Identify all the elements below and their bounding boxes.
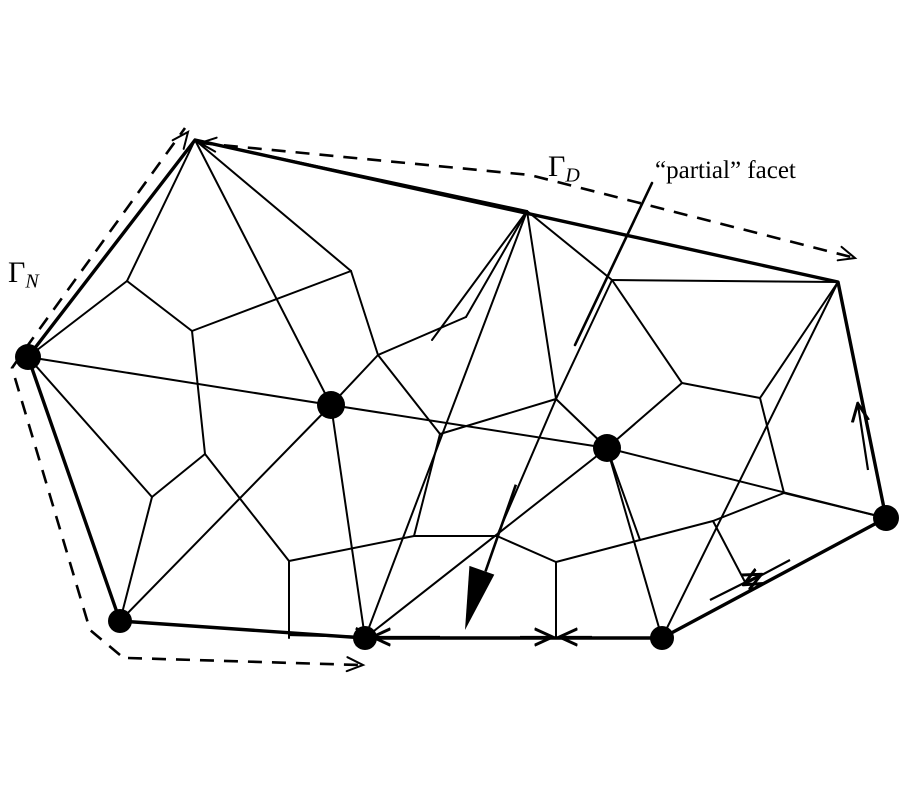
- node-right: [873, 505, 899, 531]
- partial-facet-arrow-icon: [465, 484, 518, 630]
- mesh-edge: [759, 397, 785, 494]
- mesh-edge: [712, 492, 785, 522]
- dashed-arrow-top-right-icon: [836, 245, 858, 262]
- node-bottom-mid: [353, 626, 377, 650]
- mesh-edge: [191, 270, 352, 332]
- arrow-bottom-right-edge-b-icon: [745, 559, 791, 584]
- mesh-edge: [119, 496, 153, 622]
- mesh-edge: [330, 404, 366, 639]
- mesh-edge: [377, 354, 441, 435]
- mesh-edge: [119, 404, 332, 622]
- node-center-left: [317, 391, 345, 419]
- mesh-edge: [194, 139, 352, 272]
- mesh-edge: [27, 280, 128, 358]
- mesh-edge: [611, 279, 683, 384]
- mesh-edge: [350, 270, 379, 356]
- arrow-right-edge-up-icon: [858, 405, 868, 471]
- mesh-edge: [439, 398, 557, 435]
- mesh-edge: [126, 139, 196, 282]
- mesh-edge: [191, 330, 206, 455]
- dashed-arrow-bottom-icon: [345, 656, 366, 673]
- partial-facet-leader-icon: [573, 181, 654, 347]
- mesh-edge: [639, 520, 714, 541]
- mesh-edge: [496, 535, 557, 563]
- mesh-edge: [126, 280, 193, 332]
- gamma-d-label: ΓD: [548, 152, 580, 186]
- dashed-arrow-top-left-icon: [197, 136, 218, 153]
- gamma-n-symbol: Γ: [8, 256, 26, 289]
- dashed-boundary-gamma-n-path: [10, 127, 187, 656]
- mesh-edge: [712, 520, 746, 583]
- mesh-edge: [606, 447, 641, 541]
- mesh-edge: [606, 382, 683, 449]
- mesh-edge: [465, 210, 528, 318]
- gamma-d-subscript: D: [565, 164, 580, 187]
- mesh-edge: [759, 281, 839, 399]
- partial-facet-arrow-shaft: [484, 484, 518, 572]
- partial-facet-arrow-head: [465, 565, 495, 630]
- gamma-d-symbol: Γ: [548, 150, 566, 183]
- dashed-boundary-arrowheads: [171, 130, 858, 673]
- mesh-nodes-group: [15, 344, 899, 650]
- node-left: [15, 344, 41, 370]
- mesh-edge: [681, 382, 761, 399]
- mesh-edge: [364, 210, 528, 639]
- mesh-edge: [364, 447, 608, 639]
- node-bottom-right: [650, 626, 674, 650]
- arrow-bottom-right-edge-a-icon: [709, 575, 760, 601]
- boundary-direction-arrows: [289, 405, 868, 637]
- mesh-edge: [526, 210, 557, 400]
- dashed-boundary-gamma-d-path: [199, 141, 856, 260]
- node-center-right: [593, 434, 621, 462]
- mesh-edge: [526, 210, 613, 281]
- gamma-n-label: ΓN: [8, 258, 39, 292]
- mesh-edge: [330, 404, 608, 449]
- mesh-edge: [611, 279, 839, 283]
- mesh-edge: [606, 447, 663, 639]
- domain-outline: [26, 138, 888, 640]
- mesh-edges-group: [27, 139, 887, 639]
- mesh-edge: [204, 453, 290, 562]
- mesh-edge: [27, 356, 332, 406]
- mesh-edge: [606, 447, 887, 519]
- mesh-edge: [555, 539, 641, 563]
- dashed-arrow-top-left-up-icon: [171, 130, 190, 150]
- dashed-boundary-group: [10, 127, 856, 667]
- partial-facet-label: “partial” facet: [655, 157, 796, 184]
- mesh-edge: [661, 281, 839, 639]
- gamma-n-subscript: N: [25, 270, 39, 293]
- mesh-edge: [431, 210, 528, 341]
- node-bottom-left: [108, 609, 132, 633]
- mesh-edge: [194, 139, 332, 406]
- mesh-edge: [151, 453, 206, 498]
- mesh-edge: [27, 356, 153, 498]
- mesh-edge: [377, 316, 467, 356]
- mesh-edge: [555, 279, 613, 400]
- dashed-boundary-gamma-n-bottom-path: [127, 656, 361, 667]
